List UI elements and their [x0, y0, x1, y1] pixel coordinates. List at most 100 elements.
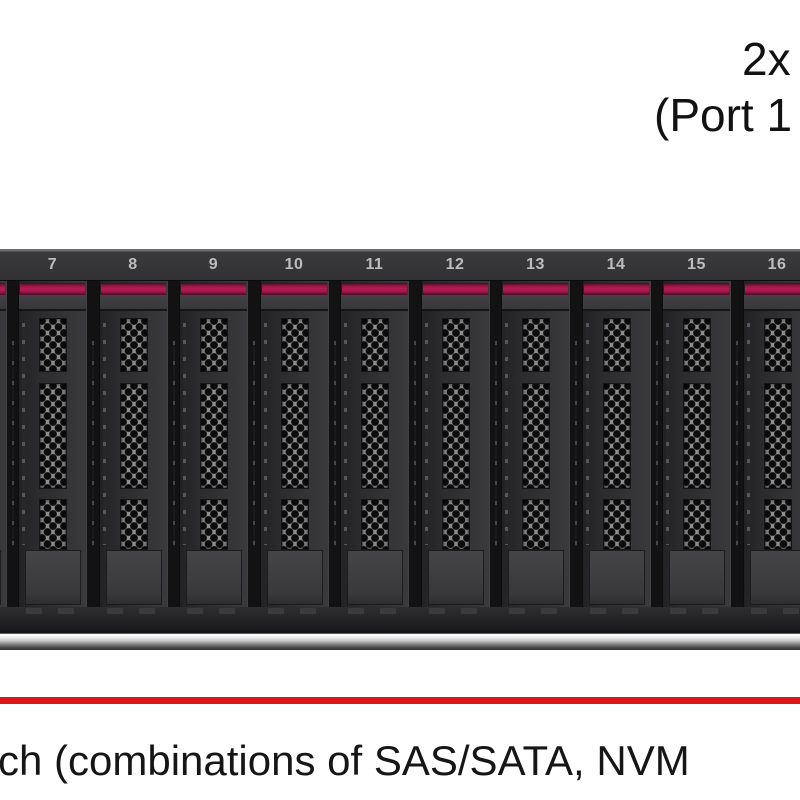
top-annotation-line1: 2x [742, 33, 791, 85]
tray-foot [267, 608, 284, 614]
drive-latch [503, 283, 568, 295]
drive-vent-mesh [683, 499, 711, 550]
drive-vent-mesh [522, 318, 550, 372]
drive-bay-row [0, 281, 800, 607]
tray-foot [138, 608, 155, 614]
drive-vent-mesh [39, 318, 67, 372]
tray-foot [460, 608, 477, 614]
drive-handle [180, 295, 247, 311]
drive-latch [0, 283, 5, 295]
drive-handle [663, 295, 730, 311]
tray-foot [702, 608, 718, 614]
bay-number: 14 [606, 256, 626, 273]
drive-latch [422, 283, 488, 295]
drive-vent-mesh [280, 318, 309, 372]
drive-tray-base [266, 550, 323, 605]
tray-foot [621, 608, 638, 614]
drive-handle [582, 295, 650, 311]
bay-number: 16 [767, 256, 787, 273]
tray-foot [380, 608, 396, 614]
drive-tray-base [186, 550, 242, 605]
drive-vent-mesh [119, 318, 148, 372]
tray-foot [348, 608, 364, 614]
drive-vent-mesh [39, 499, 67, 550]
drive-vent-mesh [441, 499, 470, 550]
drive-vent-mesh [683, 318, 711, 372]
tray-foot [589, 608, 606, 614]
drive-vent-mesh [200, 383, 228, 489]
drive-vent-mesh [280, 499, 309, 550]
drive-tray-base [669, 550, 725, 605]
tray-foot [750, 608, 767, 614]
drive-tray-partial [0, 281, 14, 607]
drive-vent-mesh [763, 499, 792, 550]
tray-foot [187, 608, 203, 614]
bay-number: 13 [526, 256, 545, 273]
drive-latch [261, 283, 327, 295]
tray-foot [782, 608, 799, 614]
tray-foot [541, 608, 557, 614]
bay-number: 15 [687, 256, 706, 273]
drive-tray [420, 281, 497, 607]
tray-foot [428, 608, 445, 614]
tray-foot [509, 608, 525, 614]
drive-vent-mesh [361, 383, 389, 489]
drive-tray [98, 281, 175, 607]
drive-tray-base [25, 550, 81, 605]
drive-latch [100, 283, 166, 295]
tray-foot [219, 608, 235, 614]
chassis-base-trim [0, 633, 800, 650]
drive-tray-base [347, 550, 403, 605]
bay-number: 7 [47, 256, 58, 273]
red-underline [0, 697, 800, 704]
drive-tray-base [0, 550, 1, 605]
drive-tray [662, 281, 738, 607]
drive-vent-mesh [200, 318, 228, 372]
drive-tray-base [427, 550, 484, 605]
tray-foot [670, 608, 686, 614]
drive-latch [20, 283, 85, 295]
drive-handle [260, 295, 328, 311]
drive-tray [259, 281, 336, 607]
drive-latch [342, 283, 407, 295]
drive-tray-base [588, 550, 645, 605]
chassis-bottom-rail [0, 607, 800, 633]
bay-number: 12 [445, 256, 465, 273]
drive-vent-mesh [602, 383, 631, 489]
drive-handle [19, 295, 86, 311]
drive-vent-mesh [200, 499, 228, 550]
bay-number: 11 [365, 256, 384, 273]
drive-handle [0, 295, 6, 311]
tray-foot [26, 608, 42, 614]
drive-vent-mesh [280, 383, 309, 489]
drive-latch [664, 283, 729, 295]
drive-tray [18, 281, 94, 607]
drive-vent-mesh [602, 499, 631, 550]
drive-tray [742, 281, 800, 607]
drive-handle [341, 295, 408, 311]
bay-number: 9 [208, 256, 219, 273]
top-annotation-line2: (Port 1 [654, 89, 793, 141]
tray-foot [299, 608, 316, 614]
drive-handle [743, 295, 800, 311]
tray-foot [106, 608, 123, 614]
drive-vent-mesh [602, 318, 631, 372]
drive-vent-mesh [119, 383, 148, 489]
drive-latch [583, 283, 649, 295]
bay-number: 10 [284, 256, 304, 273]
drive-latch [744, 283, 800, 295]
bottom-caption: ch (combinations of SAS/SATA, NVM [0, 737, 690, 784]
drive-latch [181, 283, 246, 295]
drive-vent-mesh [763, 383, 792, 489]
drive-vent-mesh [39, 383, 67, 489]
drive-tray-base [508, 550, 564, 605]
tray-foot [58, 608, 74, 614]
drive-vent-mesh [441, 318, 470, 372]
drive-vent-mesh [683, 383, 711, 489]
drive-vent-mesh [361, 318, 389, 372]
drive-tray [179, 281, 255, 607]
drive-tray [340, 281, 416, 607]
